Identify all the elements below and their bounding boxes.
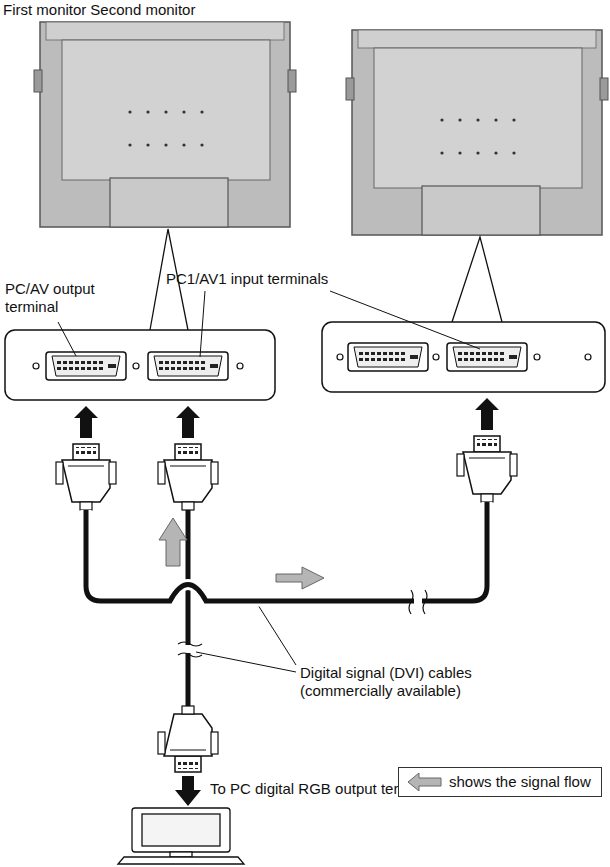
terminal-label: PC/AV output terminal [5,280,105,316]
terminal-panel [5,330,275,400]
computer [118,808,244,864]
dvi-output-terminal [348,343,428,371]
dvi-plug [158,444,218,510]
legend-row: shows the signal flow [407,773,591,791]
signal-flow-arrow [276,567,324,589]
dvi-plug [158,706,218,772]
legend: shows the signal flow [398,767,602,797]
second-monitor [346,30,608,235]
insert-arrow [74,406,98,438]
cable-label: Digital signal (DVI) cables (commerciall… [300,664,500,700]
dvi-output-terminal [46,352,126,380]
insert-arrow [176,406,200,438]
dvi-input-terminal [148,352,228,380]
leader-lines [58,291,480,672]
dvi-input-terminal [447,343,527,371]
signal-flow-sample [407,773,443,791]
terminal-panel [322,322,605,392]
first-monitor [34,22,296,227]
monitor-label: Second monitor [90,1,195,19]
to-pc-arrow [175,776,201,806]
insert-arrow [475,398,499,430]
monitor-label: First monitor [3,1,86,19]
dvi-plug [56,444,116,510]
legend-text: shows the signal flow [449,773,591,791]
terminal-label: PC1/AV1 input terminals [166,270,328,288]
signal-flow-arrow [159,518,187,566]
dvi-plug [457,436,517,502]
